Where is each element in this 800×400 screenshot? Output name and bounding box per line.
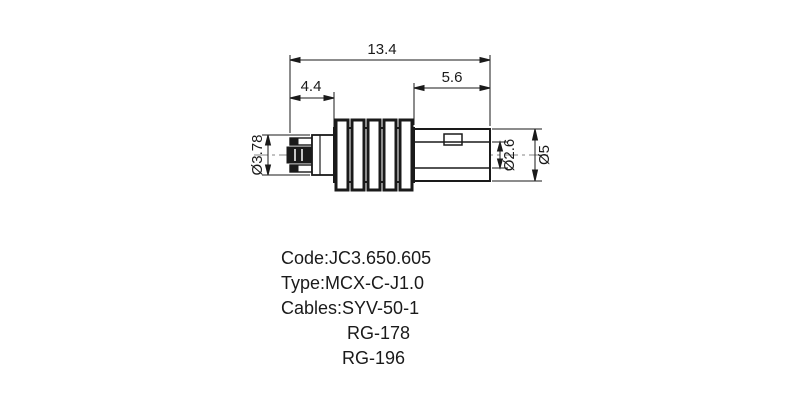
note-cable-alt2: RG-196 [342,348,405,368]
dim-overall-length: 13.4 [367,41,396,58]
dim-outer-diameter: Ø5 [536,145,553,165]
connector-body [254,118,548,192]
notes-block: Code:JC3.650.605 Type:MCX-C-J1.0 Cables:… [281,248,431,368]
front-body-section [311,134,335,176]
dim-bore-diameter: Ø2.6 [501,139,518,172]
note-cables: Cables:SYV-50-1 [281,298,419,318]
barrel-notch [443,133,463,146]
rear-barrel-section [413,128,491,182]
ribbed-section [333,118,415,192]
crimp-contact-section [286,137,313,173]
note-cable-alt1: RG-178 [347,323,410,343]
dim-front-diameter: Ø3.78 [249,135,266,176]
dimension-lines [262,55,542,182]
dim-front-length: 4.4 [301,78,322,95]
note-code: Code:JC3.650.605 [281,248,431,268]
dim-rear-length: 5.6 [442,69,463,86]
note-type: Type:MCX-C-J1.0 [281,273,424,293]
center-contact [286,146,313,164]
